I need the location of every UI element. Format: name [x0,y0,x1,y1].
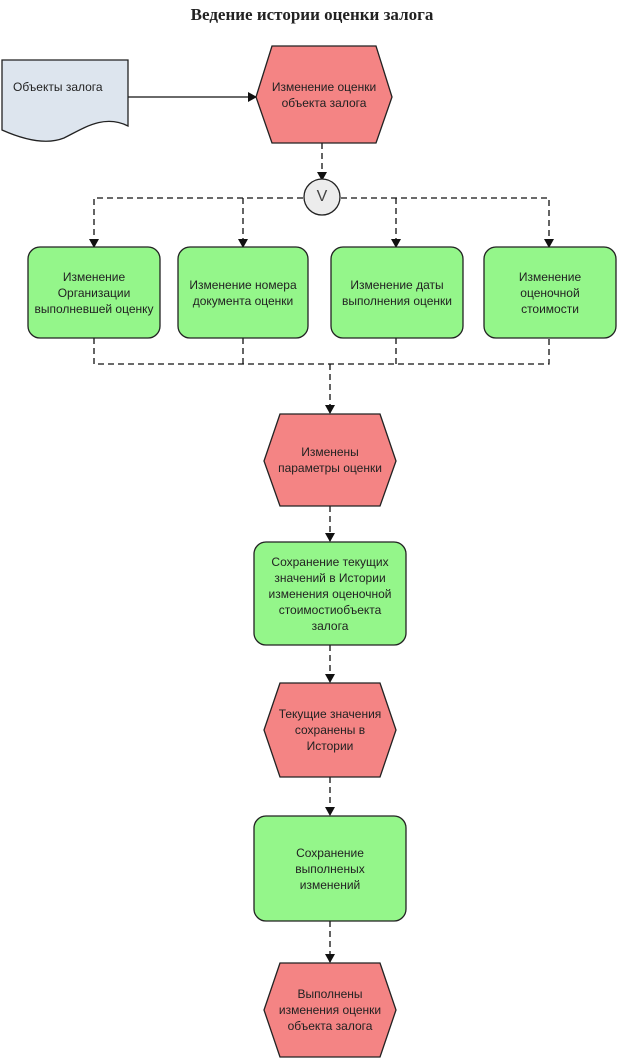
event-label-1: Изменение оценки объекта залога [271,79,377,110]
function-shape-6 [253,815,407,922]
function-shape-2 [177,246,309,339]
diagram-title: Ведение истории оценки залога [190,5,434,24]
event-shape-2 [263,413,397,507]
split-connectors [93,197,550,246]
function-shape-4 [483,246,617,339]
function-shape-5 [253,541,407,646]
function-label-6: Сохранение выполненых изменений [295,845,365,892]
merge-connectors [93,338,550,410]
event-shape-4 [263,962,397,1058]
split-arrowheads [89,239,554,248]
function-label-1: Изменение Организации выполневшей оценку [34,269,154,316]
document-label: Объекты залога [13,80,103,94]
function-label-5: Сохранение текущих значений в Истории из… [268,554,392,633]
xor-gate-label: V [316,188,328,205]
function-label-4: Изменение оценочной стоимости [518,269,582,316]
event-label-4: Выполнены изменения оценки объекта залог… [278,987,382,1033]
xor-gate-shape [303,178,341,216]
document-shape [1,59,129,142]
function-label-2: Изменение номера документа оценки [189,277,297,308]
function-shape-3 [330,246,464,339]
event-label-3: Текущие значения сохранены в Истории [278,707,382,753]
function-shape-1 [27,246,161,339]
event-label-2: Изменены параметры оценки [278,445,382,475]
function-label-3: Изменение даты выполнения оценки [341,277,453,308]
event-shape-3 [263,682,397,778]
event-shape-1 [255,45,393,144]
